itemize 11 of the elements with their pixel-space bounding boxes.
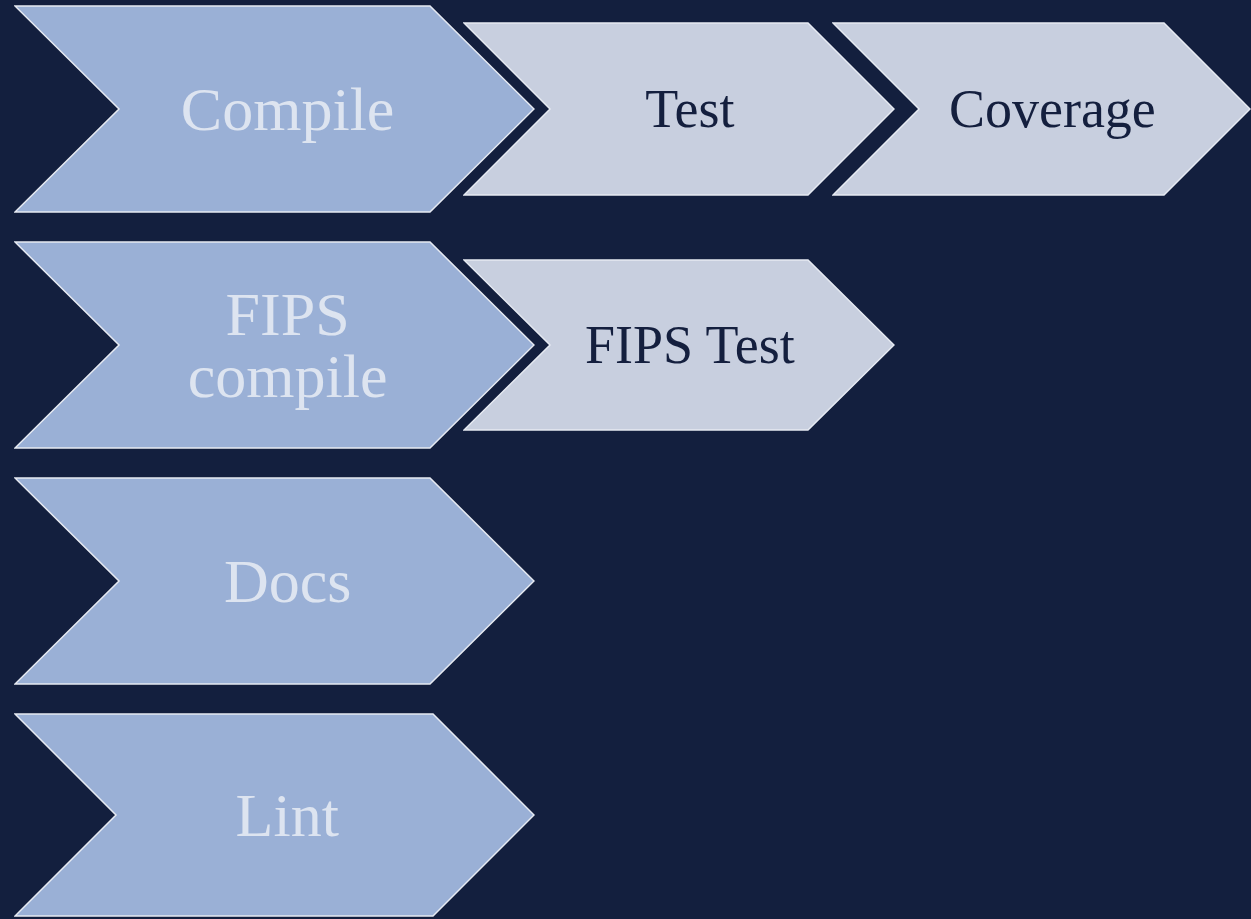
chevron-step bbox=[14, 5, 535, 213]
step-label: Docs bbox=[223, 550, 352, 612]
step-label: Lint bbox=[235, 784, 339, 846]
chevron-step bbox=[14, 241, 535, 449]
chevron-step bbox=[463, 22, 895, 196]
chevron-step bbox=[14, 713, 535, 917]
chevron-step bbox=[832, 22, 1251, 196]
step-label: Test bbox=[645, 82, 735, 136]
chevron-step bbox=[463, 259, 895, 431]
step-label: FIPS Test bbox=[584, 318, 795, 372]
chevron-step bbox=[14, 477, 535, 685]
